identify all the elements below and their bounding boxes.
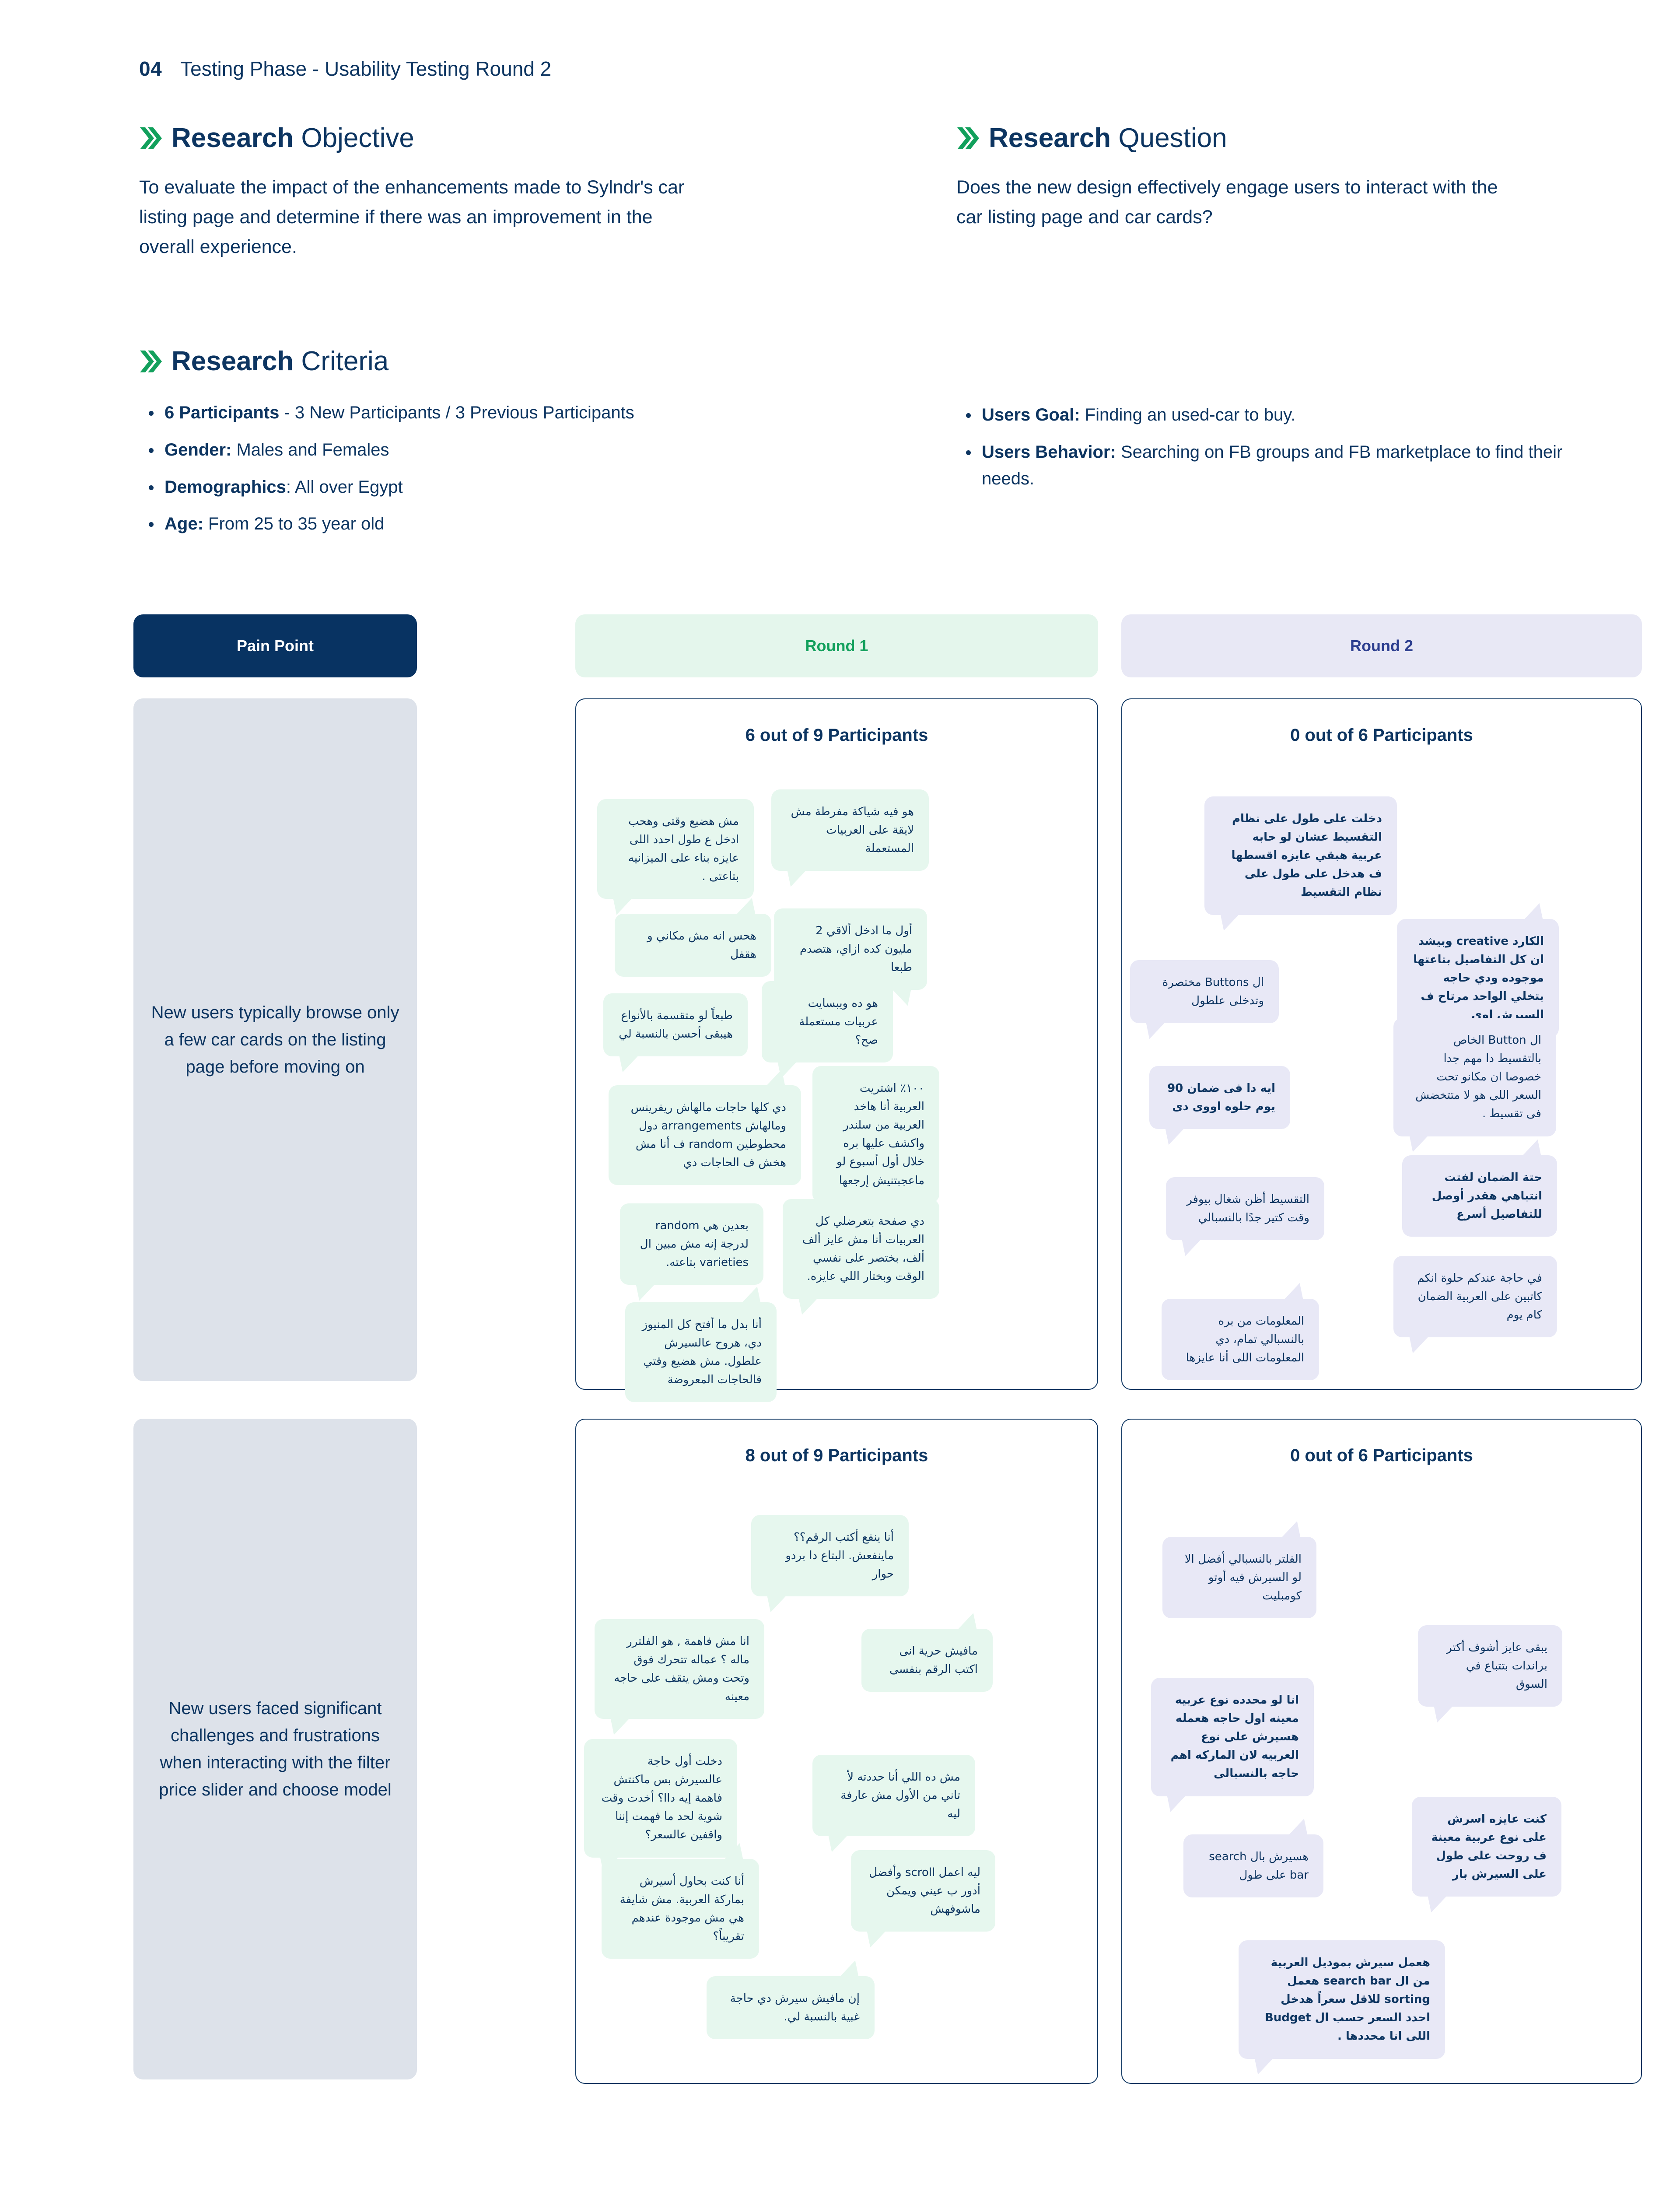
quote-bubble: هو فيه شياكة مفرطة مش لايقة على العربيات…: [771, 789, 929, 871]
quote-bubble: دخلت أول حاجة عالسيرش بس ماكنتش فاهمة إي…: [584, 1739, 737, 1858]
objective-title-rest: Objective: [294, 123, 414, 153]
pain-point-text: New users faced significant challenges a…: [159, 1699, 392, 1799]
research-criteria-block: Research Criteria 6 Participants - 3 New…: [139, 346, 795, 548]
round1-participants-count: 6 out of 9 Participants: [745, 726, 928, 745]
research-question-block: Research Question Does the new design ef…: [956, 123, 1525, 232]
research-criteria-title: Research Criteria: [172, 346, 388, 377]
quote-bubble: أول ما ادخل ألاقي 2 مليون كده ازاي، هتصد…: [774, 908, 927, 990]
pain-point-cell: New users typically browse only a few ca…: [133, 698, 417, 1381]
research-question-body: Does the new design effectively engage u…: [956, 177, 1498, 228]
quote-bubble: هعمل سيرش بموديل العربية من ال search ba…: [1239, 1940, 1445, 2059]
criteria-label: Demographics: [164, 477, 286, 497]
list-item: Users Behavior: Searching on FB groups a…: [956, 439, 1569, 492]
round2-participants-count: 0 out of 6 Participants: [1290, 726, 1473, 745]
criteria-right-list: Users Goal: Finding an used-car to buy. …: [956, 402, 1569, 502]
list-item: Users Goal: Finding an used-car to buy.: [956, 402, 1569, 428]
quote-bubble: أنا كنت بحاول أسيرش بماركة العربية. مش ش…: [602, 1859, 759, 1959]
pain-point-text: New users typically browse only a few ca…: [151, 1003, 399, 1076]
objective-title-bold: Research: [172, 123, 294, 153]
round1-panel: 6 out of 9 Participants مش هضيع وقتى وهح…: [575, 698, 1098, 1403]
quote-bubble: في حاجة عندكم حلوة انكم كاتبين على العرب…: [1393, 1256, 1557, 1338]
column-header-round1: Round 1: [575, 614, 1098, 677]
quote-bubble: مش ده اللي أنا حددته لأ تاني من الأول مش…: [812, 1755, 975, 1837]
quote-bubble: إن مافيش سيرش دي حاجة غبية بالنسبة لي.: [707, 1976, 875, 2040]
criteria-left-list: 6 Participants - 3 New Participants / 3 …: [139, 400, 795, 537]
quote-bubble: أنا بدل ما أفتح كل المنيوز دي، هروح عالس…: [625, 1302, 777, 1403]
quote-bubble: هحس انه مش مكاني و هقفل: [615, 914, 771, 977]
quote-bubble: حتة الضمان لفتت انتباهي هقدر أوصل للتفاص…: [1402, 1155, 1557, 1237]
list-item: 6 Participants - 3 New Participants / 3 …: [139, 400, 795, 426]
column-header-round2: Round 2: [1121, 614, 1642, 677]
criteria-value: From 25 to 35 year old: [203, 514, 385, 534]
double-chevron-icon: [139, 126, 162, 150]
quote-bubble: أنا ينفع أكتب الرقم؟؟ ماينفعش. البتاع دا…: [751, 1515, 909, 1597]
criteria-value: : All over Egypt: [286, 477, 403, 497]
quote-bubble: مافيش حرية انى اكتب الرقم بنفسى: [861, 1629, 993, 1692]
list-item: Demographics: All over Egypt: [139, 474, 795, 501]
round2-panel: 0 out of 6 Participants الفلتر بالنسبالي…: [1121, 1419, 1642, 2084]
slide-number: 04: [139, 57, 162, 80]
research-objective-title: Research Objective: [172, 123, 414, 154]
criteria-value: - 3 New Participants / 3 Previous Partic…: [279, 403, 634, 422]
quote-bubble: التقسيط أظن شغال بيوفر وقت كتير جدًا بال…: [1166, 1177, 1324, 1241]
criteria-label: 6 Participants: [164, 403, 280, 422]
round2-panel: 0 out of 6 Participants دخلت على طول على…: [1121, 698, 1642, 1390]
quote-bubble: ايه دا فى ضمان 90 يوم حلوه اووى دى: [1149, 1066, 1290, 1129]
research-question-heading: Research Question: [956, 123, 1525, 154]
matrix-column-headers: Pain Point Round 1 Round 2: [133, 614, 1642, 698]
research-objective-body: To evaluate the impact of the enhancemen…: [139, 177, 685, 257]
question-title-bold: Research: [989, 123, 1111, 153]
round1-panel: 8 out of 9 Participants أنا ينفع أكتب ال…: [575, 1419, 1098, 2084]
quote-bubble: انا لو محدده نوع عربيه معينه اول حاجه هع…: [1151, 1678, 1314, 1796]
criteria-label: Gender:: [164, 440, 232, 459]
page-title: Testing Phase - Usability Testing Round …: [180, 57, 552, 80]
criteria-title-bold: Research: [172, 346, 294, 376]
quote-bubble: ال Button الخاص بالتقسيط دا مهم جدا خصوص…: [1393, 1018, 1556, 1136]
round2-participants-count: 0 out of 6 Participants: [1290, 1446, 1473, 1465]
column-header-pain-point: Pain Point: [133, 614, 417, 677]
quote-bubble: ال Buttons مختصرة وتدخلى علطول: [1130, 960, 1279, 1024]
criteria-value: Finding an used-car to buy.: [1080, 405, 1296, 424]
round1-participants-count: 8 out of 9 Participants: [745, 1446, 928, 1465]
criteria-label: Users Behavior:: [982, 442, 1116, 462]
quote-bubble: المعلومات من بره بالنسبالي تمام، دي المع…: [1162, 1299, 1319, 1381]
quote-bubble: انا مش فاهمة , هو الفلترر ماله ؟ عماله ت…: [595, 1619, 764, 1719]
criteria-title-rest: Criteria: [294, 346, 389, 376]
research-criteria-heading: Research Criteria: [139, 346, 795, 377]
matrix-row: New users typically browse only a few ca…: [133, 698, 1642, 1403]
quote-bubble: دي صفحة بتعرضلي كل العربيات أنا مش عايز …: [783, 1199, 939, 1299]
quote-bubble: مش هضيع وقتى وهحب ادخل ع طول احدد اللى ع…: [597, 799, 754, 899]
quote-bubble: ليه اعمل scroll وأفضل أدور ب عيني ويمكن …: [851, 1850, 995, 1932]
quote-bubble: هو ده ويبسايت عربيات مستعملة صح؟: [762, 981, 893, 1063]
quote-bubble: ١٠٠٪ اشتريت العربية أنا هاخد العربية من …: [812, 1066, 939, 1203]
quote-bubble: هسيرش بال search bar على طول: [1183, 1834, 1323, 1898]
double-chevron-icon: [956, 126, 979, 150]
quote-bubble: يبقى عايز أشوف أكتر براندات بتتباع في ال…: [1418, 1625, 1562, 1707]
research-objective-heading: Research Objective: [139, 123, 708, 154]
quote-bubble: بعدين هي random لدرجة إنه مش مبين ال var…: [620, 1203, 763, 1285]
list-item: Gender: Males and Females: [139, 437, 795, 463]
pain-point-cell: New users faced significant challenges a…: [133, 1419, 417, 2079]
research-objective-block: Research Objective To evaluate the impac…: [139, 123, 708, 262]
quote-bubble: دي كلها حاجات مالهاش ريفرينس ومالهاش arr…: [609, 1085, 801, 1185]
criteria-label: Users Goal:: [982, 405, 1080, 424]
criteria-label: Age:: [164, 514, 203, 534]
list-item: Age: From 25 to 35 year old: [139, 511, 795, 537]
findings-matrix: Pain Point Round 1 Round 2 New users typ…: [133, 614, 1642, 2117]
quote-bubble: طبعاً لو متقسمة بالأنواع هيبقى أحسن بالن…: [603, 993, 748, 1057]
quote-bubble: كنت عايزه اسرش على نوع عربية معينة ف روح…: [1412, 1797, 1561, 1897]
research-question-title: Research Question: [989, 123, 1227, 154]
page-header: 04 Testing Phase - Usability Testing Rou…: [139, 57, 551, 81]
question-title-rest: Question: [1111, 123, 1227, 153]
criteria-value: Males and Females: [231, 440, 389, 459]
double-chevron-icon: [139, 350, 162, 373]
quote-bubble: الفلتر بالنسبالي أفضل الا لو السيرش فيه …: [1162, 1537, 1316, 1619]
quote-bubble: دخلت على طول على نظام التقسيط عشان لو حا…: [1204, 796, 1397, 915]
criteria-value: Searching on FB groups and FB marketplac…: [982, 442, 1563, 488]
matrix-row: New users faced significant challenges a…: [133, 1419, 1642, 2101]
